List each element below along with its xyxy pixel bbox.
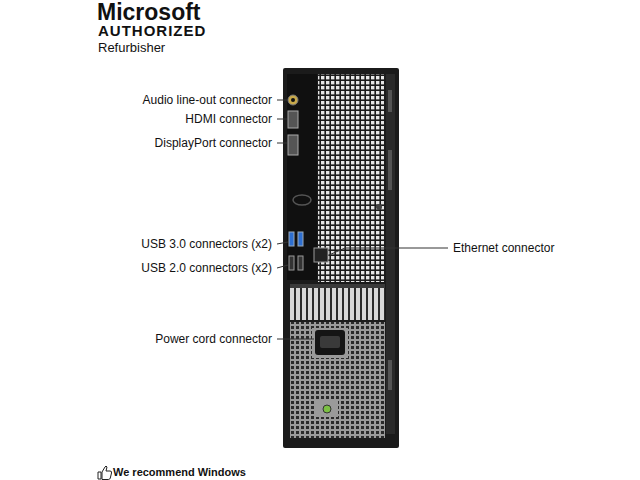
displayport-port	[288, 135, 298, 155]
slot-rail	[290, 284, 385, 288]
hdmi-port	[288, 111, 298, 128]
brand-subtitle: AUTHORIZED	[98, 22, 206, 39]
socket-inner	[320, 336, 340, 348]
logo-mark	[293, 195, 311, 205]
leader-line	[277, 339, 314, 340]
callout-label: DisplayPort connector	[155, 136, 272, 150]
socket-plate	[312, 328, 348, 358]
power-socket	[315, 330, 345, 355]
leader-line	[277, 143, 287, 144]
leader-line	[277, 100, 287, 101]
led-plate	[316, 401, 338, 417]
psu-led	[323, 405, 331, 413]
callout-label: Power cord connector	[155, 332, 272, 346]
expansion-slots	[290, 284, 385, 320]
side-strip	[386, 74, 395, 434]
audio-jack-hole	[291, 98, 295, 102]
slot	[388, 150, 392, 190]
callout-label: HDMI connector	[185, 112, 272, 126]
leader-line	[277, 242, 288, 244]
leader-line	[277, 119, 287, 120]
io-panel	[287, 74, 317, 280]
usb3-port	[298, 232, 303, 246]
leader-line	[329, 248, 448, 255]
callout-label: USB 3.0 connectors (x2)	[141, 237, 272, 251]
chassis	[283, 68, 399, 448]
brand-subtitle: Refurbisher	[98, 40, 165, 55]
callout-label: USB 2.0 connectors (x2)	[141, 261, 272, 275]
brand-name: Microsoft	[97, 0, 201, 24]
thumbs-up-icon	[98, 466, 112, 480]
usb3-port	[289, 232, 294, 246]
ethernet-port	[314, 248, 328, 262]
screw	[376, 204, 382, 210]
usb2-port	[298, 256, 303, 270]
audio-jack	[288, 95, 298, 105]
callout-label: Audio line-out connector	[143, 93, 272, 107]
leader-line	[277, 265, 288, 268]
slot	[388, 90, 392, 112]
callout-label: Ethernet connector	[453, 241, 554, 255]
slot	[388, 360, 392, 390]
footer-note: We recommend Windows	[113, 466, 246, 479]
usb2-port	[289, 256, 294, 270]
